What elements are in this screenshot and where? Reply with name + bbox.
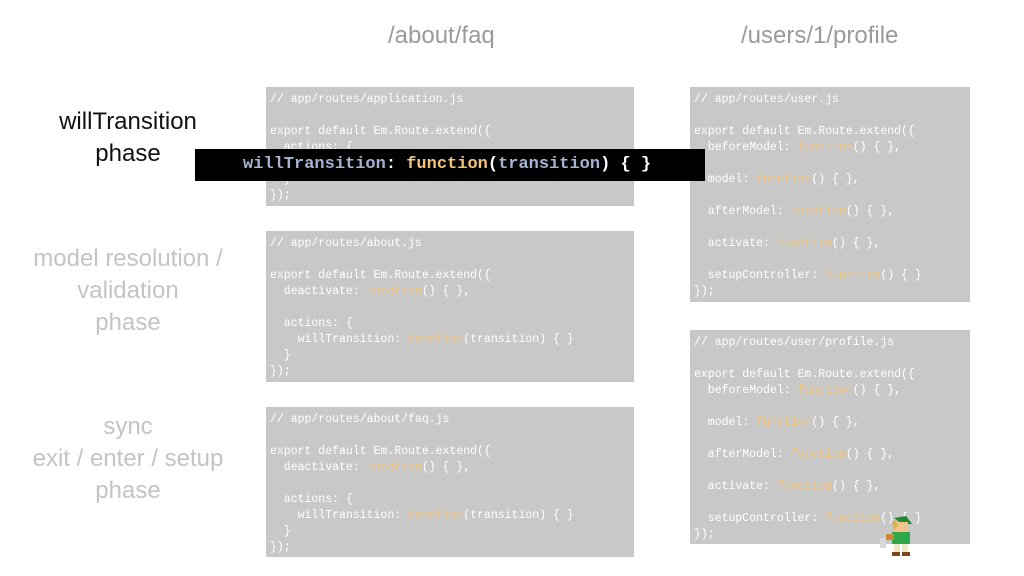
code-line: [270, 252, 630, 268]
code-block-application: // app/routes/application.js export defa…: [266, 87, 634, 206]
function-keyword: function: [790, 448, 846, 461]
code-line: [270, 300, 630, 316]
function-keyword: function: [366, 285, 422, 298]
code-line: deactivate: function() { },: [270, 461, 471, 474]
code-line: willTransition: function(transition) { }: [270, 509, 574, 522]
link-sprite-icon: [880, 516, 912, 556]
code-line: [270, 428, 630, 444]
code-line: // app/routes/user/profile.js: [694, 336, 895, 349]
phase-label-line: model resolution /: [33, 245, 223, 272]
code-line: [694, 108, 966, 124]
code-line: [694, 495, 966, 511]
code-line: // app/routes/about.js: [270, 237, 422, 250]
code-line: actions: {: [270, 493, 353, 506]
code-line: [694, 351, 966, 367]
code-line: });: [694, 285, 715, 298]
code-line: [694, 220, 966, 236]
phase-model-resolution: model resolution / validation phase: [10, 243, 246, 339]
function-keyword: function: [408, 333, 464, 346]
code-line: deactivate: function() { },: [270, 285, 471, 298]
phase-label-line: exit / enter / setup: [32, 445, 224, 472]
code-line: willTransition: function(transition) { }: [270, 333, 574, 346]
code-line: [694, 252, 966, 268]
function-keyword: function: [366, 461, 422, 474]
code-line: });: [270, 365, 291, 378]
will-transition-highlight: willTransition: function(transition) { }: [195, 149, 705, 181]
function-keyword: function: [776, 480, 833, 493]
code-block-user: // app/routes/user.js export default Em.…: [690, 87, 970, 302]
route-heading-users-profile: /users/1/profile: [741, 22, 899, 49]
code-line: activate: function() { },: [694, 480, 881, 493]
function-keyword: function: [790, 205, 846, 218]
code-line: [694, 156, 966, 172]
code-line: [270, 476, 630, 492]
code-line: }: [270, 349, 291, 362]
function-keyword: function: [825, 512, 881, 525]
overlay-open-paren: (: [487, 155, 499, 174]
code-line: export default Em.Route.extend({: [270, 445, 491, 458]
code-line: // app/routes/about/faq.js: [270, 413, 450, 426]
phase-will-transition: willTransition phase: [10, 106, 246, 170]
phase-label-line: phase: [95, 477, 161, 504]
function-keyword: function: [776, 237, 833, 250]
code-line: afterModel: function() { },: [694, 205, 895, 218]
code-block-about-faq: // app/routes/about/faq.js export defaul…: [266, 407, 634, 557]
phase-label-line: phase: [95, 309, 161, 336]
code-line: [694, 431, 966, 447]
overlay-hook-name: willTransition: [243, 155, 386, 174]
function-keyword: function: [756, 416, 812, 429]
phase-label-line: willTransition: [59, 108, 197, 135]
function-keyword: function: [797, 384, 853, 397]
code-line: setupController: function() { }: [694, 512, 922, 525]
code-line: [694, 463, 966, 479]
code-block-about: // app/routes/about.js export default Em…: [266, 231, 634, 382]
overlay-close: ) { }: [600, 155, 652, 174]
overlay-param: transition: [498, 155, 601, 174]
phase-label-line: sync: [103, 413, 153, 440]
code-line: model: function() { },: [694, 173, 860, 186]
overlay-function-keyword: function: [406, 155, 488, 174]
code-line: activate: function() { },: [694, 237, 881, 250]
code-line: actions: {: [270, 317, 353, 330]
code-line: export default Em.Route.extend({: [694, 125, 915, 138]
overlay-separator: :: [385, 155, 407, 174]
function-keyword: function: [825, 269, 881, 282]
code-line: beforeModel: function() { },: [694, 384, 902, 397]
phase-label-line: validation: [77, 277, 179, 304]
code-line: setupController: function() { }: [694, 269, 922, 282]
code-line: [270, 108, 630, 124]
code-line: [694, 399, 966, 415]
code-line: // app/routes/user.js: [694, 93, 839, 106]
code-line: });: [694, 528, 715, 541]
code-line: afterModel: function() { },: [694, 448, 895, 461]
code-line: [694, 188, 966, 204]
code-line: export default Em.Route.extend({: [270, 269, 491, 282]
code-line: });: [270, 189, 291, 202]
phase-label-line: phase: [95, 140, 161, 167]
phase-sync: sync exit / enter / setup phase: [10, 411, 246, 507]
code-line: export default Em.Route.extend({: [694, 368, 915, 381]
function-keyword: function: [797, 141, 853, 154]
function-keyword: function: [756, 173, 812, 186]
code-line: // app/routes/application.js: [270, 93, 464, 106]
code-block-user-profile: // app/routes/user/profile.js export def…: [690, 330, 970, 544]
code-line: model: function() { },: [694, 416, 860, 429]
route-heading-about-faq: /about/faq: [388, 22, 495, 49]
function-keyword: function: [408, 509, 464, 522]
code-line: }: [270, 525, 291, 538]
code-line: beforeModel: function() { },: [694, 141, 902, 154]
code-line: export default Em.Route.extend({: [270, 125, 491, 138]
code-line: });: [270, 541, 291, 554]
